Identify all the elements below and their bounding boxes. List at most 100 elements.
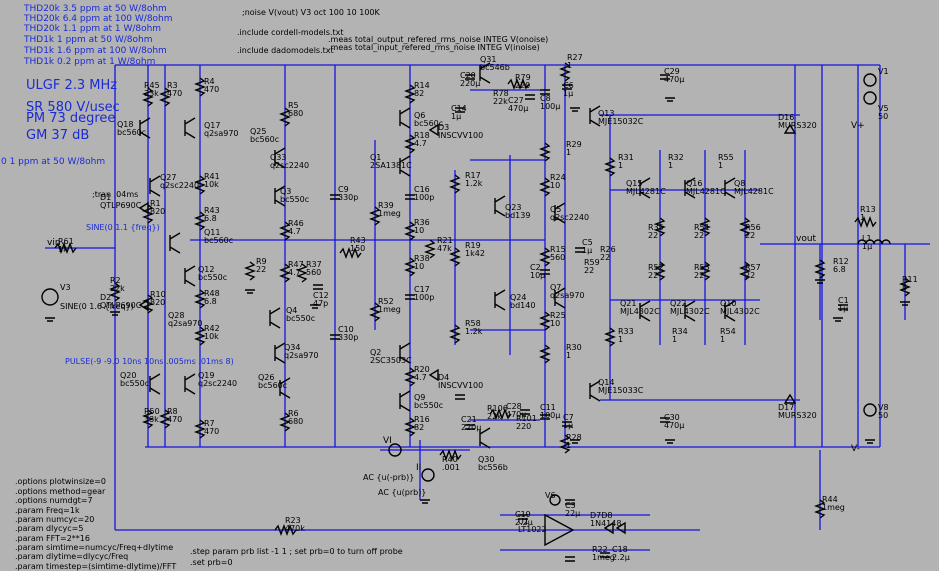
capacitor-symbol: [313, 74, 848, 562]
component-ref: R101: [516, 414, 537, 423]
component-ref: Q34: [284, 343, 300, 352]
component-value: 470µ: [508, 104, 528, 113]
resistor-symbol: [507, 78, 530, 90]
spec-gain-margin: GM 37 dB: [26, 128, 89, 143]
component-value: 560: [550, 253, 565, 262]
component-value: MURS320: [778, 121, 817, 130]
component-ref: Q33: [270, 153, 286, 162]
resistor-symbol: [539, 344, 551, 364]
component-ref: V1: [878, 67, 889, 76]
component-value: q2sa970: [204, 129, 239, 138]
component-ref: Q18: [117, 120, 133, 129]
component-value: 4.7: [288, 268, 301, 277]
component-ref: C18: [612, 545, 628, 554]
component-value: INSCVV100: [438, 381, 483, 390]
resistor-symbol: [854, 216, 877, 228]
component-ref: R30: [566, 343, 582, 352]
ground-symbol: [45, 97, 910, 504]
component-value: bc560c: [204, 236, 233, 245]
component-value: 10: [550, 319, 560, 328]
component-value: LT1022: [518, 525, 547, 534]
source-v5-symbol: [863, 91, 877, 105]
component-ref: D4: [438, 373, 449, 382]
component-value: 6.8: [833, 265, 846, 274]
component-value: 10: [414, 262, 424, 271]
component-ref: Q20: [120, 371, 136, 380]
resistor-symbol: [539, 177, 551, 197]
resistor-symbol: [369, 302, 381, 322]
component-ref: U1: [518, 517, 529, 526]
component-value: q2sc2240: [198, 379, 237, 388]
component-value: 820: [150, 207, 165, 216]
source-ii-symbol: [421, 468, 435, 482]
component-ref: R18: [414, 131, 430, 140]
component-value: 100p: [414, 193, 434, 202]
transistor-symbol: [184, 265, 196, 287]
component-value: MURS320: [778, 411, 817, 420]
component-ref: R11: [902, 275, 918, 284]
resistor-symbol: [699, 217, 711, 237]
resistor-symbol: [404, 257, 416, 277]
component-value: 560: [306, 268, 321, 277]
component-ref: R27: [567, 53, 583, 62]
component-ref: R48: [204, 289, 220, 298]
component-ref: Q9: [414, 393, 425, 402]
tran-directive: ;tran .04ms: [92, 190, 138, 199]
component-value: 22: [694, 231, 704, 240]
component-ref: R12: [833, 257, 849, 266]
component-ref: C1: [838, 296, 849, 305]
component-ref: R52: [648, 263, 664, 272]
component-ref: C28: [506, 402, 522, 411]
component-value: 22: [648, 231, 658, 240]
resistor-symbol: [449, 174, 461, 194]
component-value: q2sc2240: [550, 213, 589, 222]
component-ref: V8: [878, 403, 889, 412]
component-value: q2sc2240: [160, 181, 199, 190]
component-ref: C20: [460, 71, 476, 80]
component-value: 1meg: [822, 503, 845, 512]
thd-note: THD1k 0.2 ppm at 1 W/8ohm: [23, 57, 155, 67]
resistor-symbol: [279, 221, 291, 241]
resistor-symbol: [296, 263, 308, 283]
component-ref: Q1: [370, 153, 381, 162]
component-ref: R2: [110, 276, 121, 285]
component-ref: R3: [167, 81, 178, 90]
component-ref: Q15: [626, 179, 642, 188]
component-ref: R7: [204, 419, 215, 428]
resistor-symbol: [539, 311, 551, 331]
directive: .param FFT=2**16: [15, 534, 90, 543]
component-ref: C21: [461, 415, 477, 424]
component-value: 10: [414, 226, 424, 235]
component-value: 8: [902, 283, 907, 292]
component-value: 330p: [338, 333, 358, 342]
component-ref: Q7: [550, 283, 561, 292]
component-value: 10µ: [530, 271, 545, 280]
resistor-symbol: [604, 327, 616, 347]
component-value: 220µ: [460, 79, 480, 88]
component-value: 680: [288, 417, 303, 426]
net-vout: vout: [796, 234, 817, 244]
component-ref: R22: [592, 545, 608, 554]
component-ref: R28: [566, 433, 582, 442]
component-value: 100µ: [540, 411, 560, 420]
resistor-symbol: [244, 261, 256, 281]
component-ref: C30: [664, 413, 680, 422]
component-value: 10: [550, 181, 560, 190]
component-value: 1: [618, 335, 623, 344]
component-ref: R31: [618, 153, 634, 162]
component-ref: Q28: [168, 311, 184, 320]
component-ref: R4: [204, 77, 215, 86]
component-value: 22: [256, 265, 266, 274]
source-vi-symbol: [388, 443, 402, 457]
component-ref: R26: [600, 245, 616, 254]
component-value: MJL4281C: [626, 187, 666, 196]
component-value: 1: [720, 335, 725, 344]
component-ref: Q11: [204, 228, 220, 237]
component-ref: R50: [144, 407, 160, 416]
component-value: QTLP690C: [100, 201, 142, 210]
component-ref: R37: [306, 260, 322, 269]
component-ref: D17: [778, 403, 794, 412]
component-value: 22: [745, 271, 755, 280]
net-v-minus: V-: [851, 444, 860, 454]
